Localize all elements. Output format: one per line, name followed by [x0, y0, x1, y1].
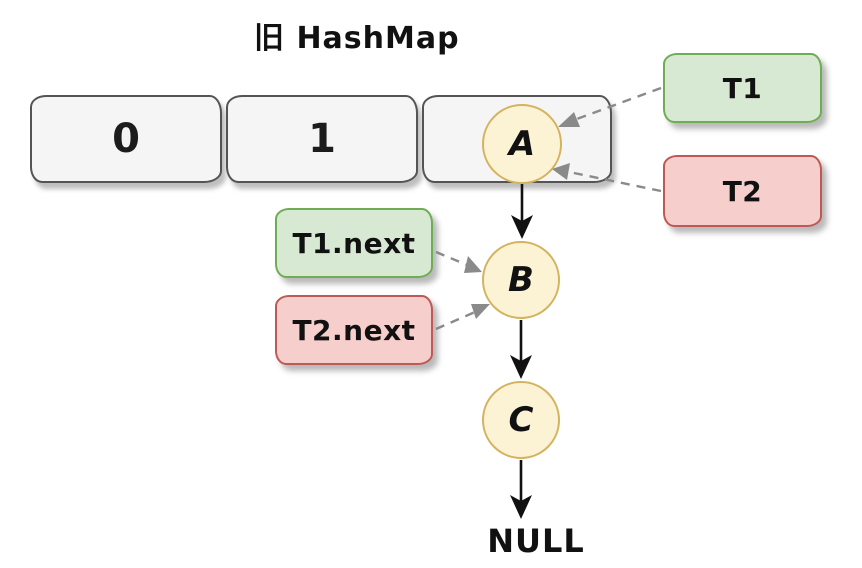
arrow-b-to-c-head	[510, 355, 532, 379]
arrow-c-to-null	[510, 460, 532, 519]
dashed-arrow-t1next-to-b-line	[435, 250, 468, 267]
dashed-arrow-t2next-to-b	[435, 304, 490, 331]
bucket-1-label: 1	[308, 116, 336, 162]
bucket-0: 0	[30, 95, 222, 183]
dashed-arrow-t2next-to-b-line	[435, 310, 476, 331]
thread-t1-label: T1	[722, 71, 763, 105]
list-node-a-label: A	[508, 124, 536, 164]
bucket-1: 1	[226, 95, 418, 183]
thread-t2-next-tag: T2.next	[275, 295, 433, 365]
diagram-title: 旧 HashMap	[254, 21, 460, 56]
thread-t2-next-label: T2.next	[292, 313, 416, 347]
arrow-b-to-c	[510, 320, 532, 379]
thread-t1-next-tag: T1.next	[275, 208, 433, 278]
dashed-arrow-t1next-to-b	[435, 250, 482, 273]
list-node-a: A	[482, 104, 562, 184]
arrow-c-to-null-head	[510, 495, 532, 519]
list-node-b-label: B	[508, 260, 534, 300]
list-node-c: C	[482, 381, 560, 459]
dashed-arrow-t2next-to-b-head	[471, 304, 490, 319]
dashed-arrow-t1next-to-b-head	[464, 256, 482, 273]
thread-t1-next-label: T1.next	[292, 226, 416, 260]
bucket-0-label: 0	[112, 116, 140, 162]
list-node-b: B	[482, 241, 560, 319]
thread-t1-tag: T1	[663, 53, 822, 123]
arrow-a-to-b-head	[511, 215, 533, 239]
thread-t2-tag: T2	[663, 155, 822, 227]
thread-t2-label: T2	[722, 174, 763, 208]
arrow-a-to-b	[511, 184, 533, 239]
null-terminator-label: NULL	[487, 522, 585, 560]
list-node-c-label: C	[508, 400, 534, 440]
